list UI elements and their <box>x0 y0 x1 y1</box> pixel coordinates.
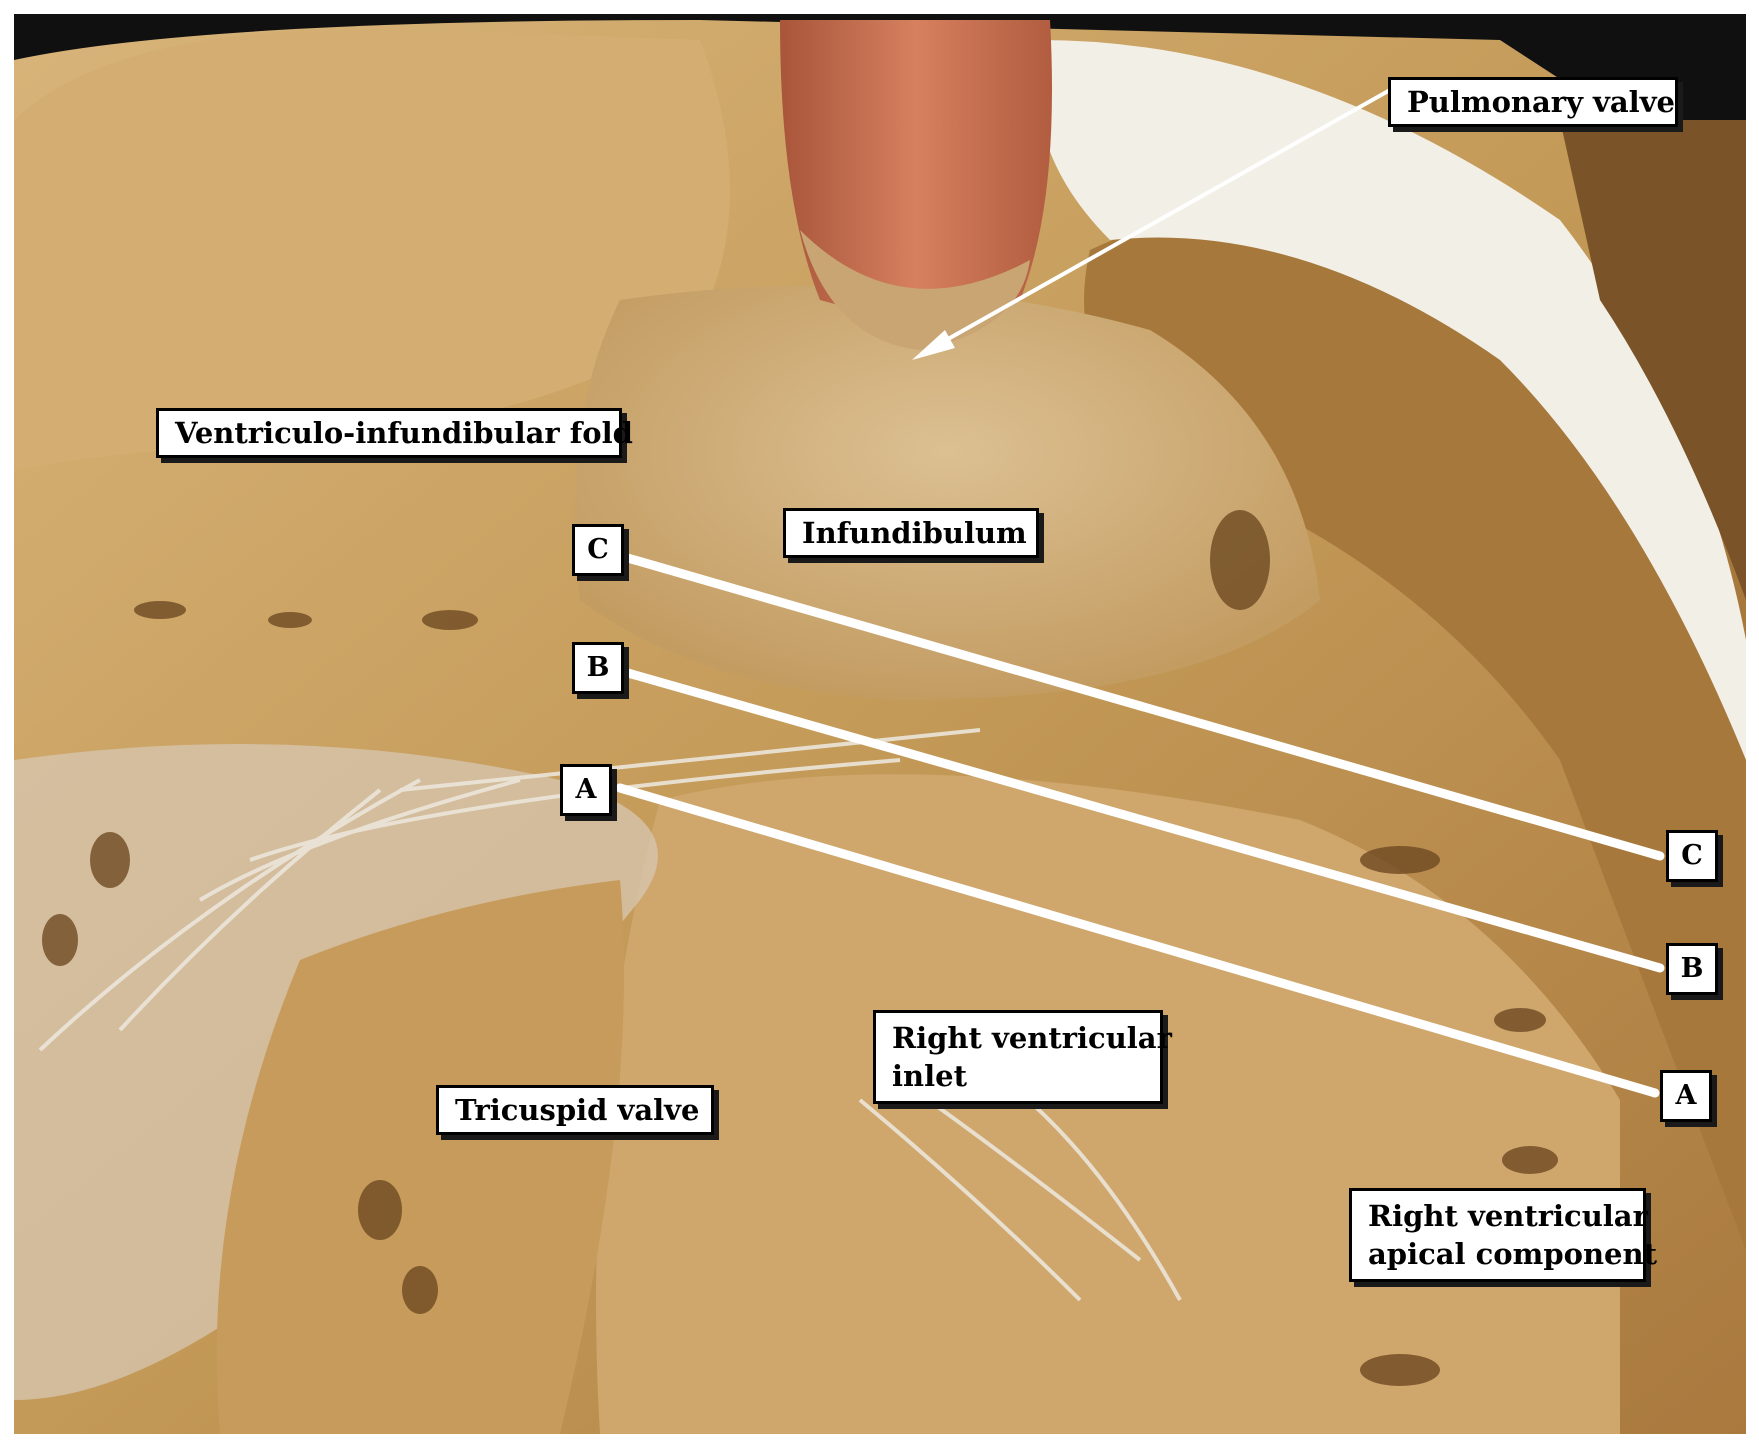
marker-b-right: B <box>1666 943 1718 995</box>
label-tricuspid-valve-text: Tricuspid valve <box>455 1093 700 1127</box>
label-rv-inlet-line2: inlet <box>892 1059 967 1093</box>
marker-a-left: A <box>560 764 612 816</box>
marker-a-right: A <box>1660 1070 1712 1122</box>
pulmonary-trunk <box>780 20 1052 315</box>
label-pulmonary-valve-text: Pulmonary valve <box>1407 85 1675 119</box>
label-infundibulum-text: Infundibulum <box>802 516 1027 550</box>
upper-left-wall <box>14 29 730 470</box>
label-rv-inlet-line1: Right ventricular <box>892 1021 1172 1055</box>
label-right-ventricular-apical-component: Right ventricular apical component <box>1349 1188 1657 1282</box>
right-edge-dark <box>1560 120 1746 600</box>
leader-lines <box>595 88 1665 1098</box>
marker-b-left: B <box>572 642 624 694</box>
epicardial-fat <box>1036 40 1746 760</box>
trabeculations <box>42 510 1558 1386</box>
pulmonary-valve-arrow-shaft <box>923 88 1392 354</box>
leader-line-a <box>615 783 1660 1098</box>
pulmonary-valve-cusp <box>800 230 1030 350</box>
pulmonary-valve-arrowhead <box>912 330 955 360</box>
leader-line-b <box>595 660 1665 973</box>
marker-c-right: C <box>1666 830 1718 882</box>
label-ventriculo-infundibular-fold-text: Ventriculo-infundibular fold <box>175 416 633 450</box>
label-ventriculo-infundibular-fold: Ventriculo-infundibular fold <box>156 408 633 458</box>
label-rv-apical-line1: Right ventricular <box>1368 1199 1648 1233</box>
leader-line-c <box>595 545 1665 861</box>
tricuspid-annulus <box>216 880 624 1434</box>
label-rv-apical-line2: apical component <box>1368 1237 1657 1271</box>
label-infundibulum: Infundibulum <box>783 508 1039 558</box>
label-pulmonary-valve: Pulmonary valve <box>1388 77 1678 127</box>
label-tricuspid-valve: Tricuspid valve <box>436 1085 714 1135</box>
label-right-ventricular-inlet: Right ventricular inlet <box>873 1010 1172 1104</box>
marker-c-left: C <box>572 524 624 576</box>
